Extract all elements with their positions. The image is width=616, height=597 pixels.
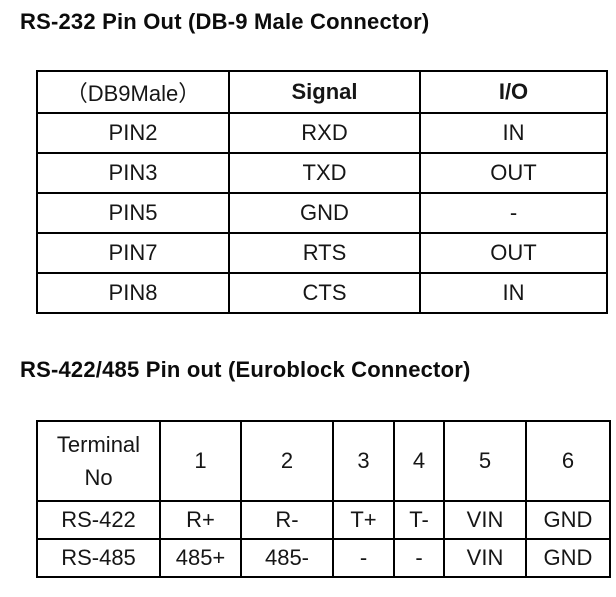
column-header-1: 1 <box>159 420 242 502</box>
rs232-pinout-table: （DB9Male） Signal I/O PIN2 RXD IN PIN3 TX… <box>36 70 608 314</box>
rs422-485-pinout-table: Terminal No 1 2 3 4 5 6 RS-422 R+ R- T+ … <box>36 420 611 578</box>
table-cell: T- <box>393 500 445 540</box>
table-row-pin3: PIN3 TXD OUT <box>36 152 608 194</box>
column-header-db9male: （DB9Male） <box>36 70 230 114</box>
table-cell: PIN5 <box>36 192 230 234</box>
table-row-pin5: PIN5 GND - <box>36 192 608 234</box>
table-cell: OUT <box>419 232 608 274</box>
table-row-pin8: PIN8 CTS IN <box>36 272 608 314</box>
rs232-header-row: （DB9Male） Signal I/O <box>36 70 608 114</box>
table-cell: PIN3 <box>36 152 230 194</box>
rs422-header-row: Terminal No 1 2 3 4 5 6 <box>36 420 611 502</box>
table-row-pin7: PIN7 RTS OUT <box>36 232 608 274</box>
table-cell: R- <box>240 500 334 540</box>
column-header-terminal-no: Terminal No <box>36 420 161 502</box>
table-cell: - <box>332 538 395 578</box>
table-row-rs422: RS-422 R+ R- T+ T- VIN GND <box>36 500 611 540</box>
table-cell: TXD <box>228 152 421 194</box>
table-cell: PIN7 <box>36 232 230 274</box>
column-header-io: I/O <box>419 70 608 114</box>
table-cell: OUT <box>419 152 608 194</box>
table-row-rs485: RS-485 485+ 485- - - VIN GND <box>36 538 611 578</box>
column-header-signal: Signal <box>228 70 421 114</box>
column-header-6: 6 <box>525 420 611 502</box>
table-row-pin2: PIN2 RXD IN <box>36 112 608 154</box>
table-cell: - <box>393 538 445 578</box>
column-header-2: 2 <box>240 420 334 502</box>
row-header-rs485: RS-485 <box>36 538 161 578</box>
column-header-4: 4 <box>393 420 445 502</box>
table-cell: VIN <box>443 538 527 578</box>
table-cell: - <box>419 192 608 234</box>
table-cell: RXD <box>228 112 421 154</box>
table-cell: PIN8 <box>36 272 230 314</box>
table-cell: R+ <box>159 500 242 540</box>
table-cell: CTS <box>228 272 421 314</box>
table-cell: RTS <box>228 232 421 274</box>
column-header-5: 5 <box>443 420 527 502</box>
table-cell: PIN2 <box>36 112 230 154</box>
rs422-section-title: RS-422/485 Pin out (Euroblock Connector) <box>20 357 471 382</box>
table-cell: GND <box>228 192 421 234</box>
table-cell: IN <box>419 272 608 314</box>
table-cell: 485- <box>240 538 334 578</box>
table-cell: IN <box>419 112 608 154</box>
row-header-rs422: RS-422 <box>36 500 161 540</box>
table-cell: GND <box>525 500 611 540</box>
column-header-3: 3 <box>332 420 395 502</box>
table-cell: VIN <box>443 500 527 540</box>
table-cell: GND <box>525 538 611 578</box>
table-cell: 485+ <box>159 538 242 578</box>
table-cell: T+ <box>332 500 395 540</box>
rs232-section-title: RS-232 Pin Out (DB-9 Male Connector) <box>20 9 430 34</box>
